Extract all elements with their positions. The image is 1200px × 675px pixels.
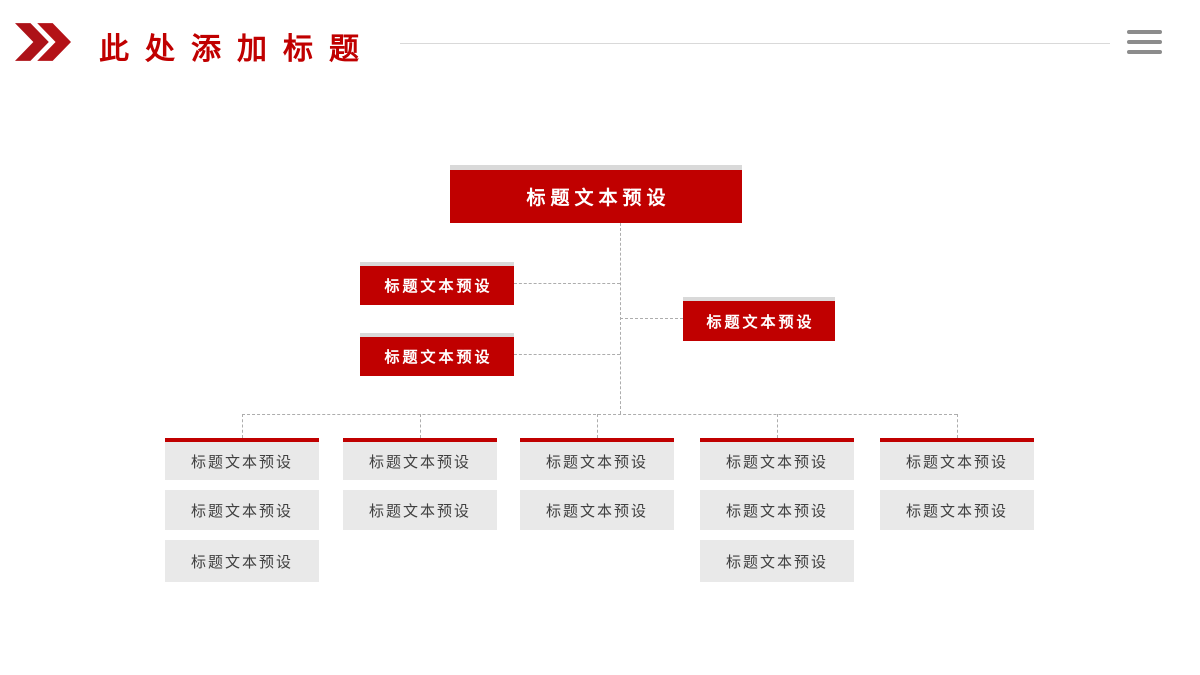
org-cell[interactable]: 标题文本预设: [520, 438, 674, 480]
connector-branch-right: [620, 318, 683, 319]
org-cell[interactable]: 标题文本预设: [165, 490, 319, 530]
connector-branch-left-1: [514, 283, 620, 284]
org-node-root[interactable]: 标题文本预设: [450, 165, 742, 223]
org-cell[interactable]: 标题文本预设: [165, 438, 319, 480]
hamburger-menu-icon[interactable]: [1127, 30, 1162, 54]
double-chevron-right-icon: [15, 23, 71, 61]
connector-stub-col1: [242, 414, 243, 438]
hamburger-bar: [1127, 40, 1162, 44]
connector-level3-rail: [242, 414, 957, 415]
connector-branch-left-2: [514, 354, 620, 355]
org-node-left-2[interactable]: 标题文本预设: [360, 333, 514, 376]
org-cell[interactable]: 标题文本预设: [343, 438, 497, 480]
org-node-left-1[interactable]: 标题文本预设: [360, 262, 514, 305]
org-cell[interactable]: 标题文本预设: [343, 490, 497, 530]
slide-title[interactable]: 此处添加标题: [99, 33, 375, 66]
org-cell[interactable]: 标题文本预设: [880, 490, 1034, 530]
org-cell[interactable]: 标题文本预设: [700, 490, 854, 530]
org-cell[interactable]: 标题文本预设: [700, 438, 854, 480]
org-cell[interactable]: 标题文本预设: [880, 438, 1034, 480]
connector-stub-col2: [420, 414, 421, 438]
connector-stub-col5: [957, 414, 958, 438]
hamburger-bar: [1127, 30, 1162, 34]
org-cell[interactable]: 标题文本预设: [165, 540, 319, 582]
connector-stub-col4: [777, 414, 778, 438]
header-divider: [400, 43, 1110, 44]
org-cell[interactable]: 标题文本预设: [520, 490, 674, 530]
connector-stub-col3: [597, 414, 598, 438]
org-node-right-1[interactable]: 标题文本预设: [683, 297, 835, 341]
hamburger-bar: [1127, 50, 1162, 54]
org-cell[interactable]: 标题文本预设: [700, 540, 854, 582]
